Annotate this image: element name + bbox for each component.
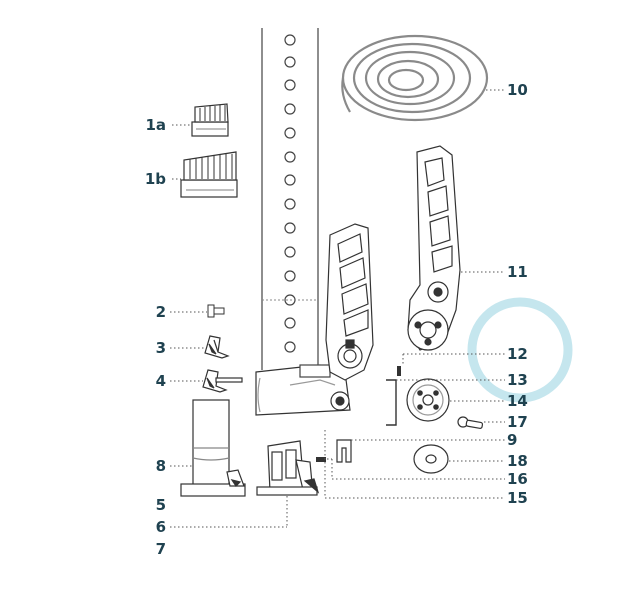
part-18 [413, 444, 449, 474]
callout-2: 2 [155, 303, 166, 321]
lever-left [325, 223, 374, 381]
part-17 [457, 416, 484, 429]
callout-10: 10 [507, 81, 528, 99]
callout-4: 4 [155, 372, 166, 390]
callout-14: 14 [507, 392, 528, 410]
callout-16: 16 [507, 470, 528, 488]
callout-12: 12 [507, 345, 528, 363]
bottom-block [256, 440, 320, 496]
callout-3: 3 [155, 339, 166, 357]
part-2 [207, 304, 225, 318]
part-12 [386, 379, 397, 426]
leader-lines [170, 89, 505, 528]
callout-18: 18 [507, 452, 528, 470]
part-1b [180, 151, 238, 198]
callout-17: 17 [507, 413, 528, 431]
part-9 [336, 439, 352, 463]
part-8-foot [180, 399, 246, 497]
part-16 [316, 457, 326, 462]
callout-11: 11 [507, 263, 528, 281]
callout-13: 13 [507, 371, 528, 389]
callout-9: 9 [507, 431, 518, 449]
callout-7: 7 [155, 540, 166, 558]
callout-8: 8 [155, 457, 166, 475]
highlight-ring [467, 297, 573, 403]
part-13 [397, 366, 401, 376]
callout-5: 5 [155, 496, 166, 514]
callout-6: 6 [155, 518, 166, 536]
lever-right [407, 145, 461, 351]
callout-15: 15 [507, 489, 528, 507]
part-1a [191, 103, 229, 137]
part-14 [406, 378, 450, 422]
part-4 [202, 369, 243, 393]
callout-1a: 1a [145, 116, 166, 134]
jack-bar [261, 28, 319, 370]
part-3 [204, 335, 230, 359]
base-assembly [255, 364, 351, 416]
callout-1b: 1b [144, 170, 166, 188]
coiled-strap [341, 34, 489, 122]
